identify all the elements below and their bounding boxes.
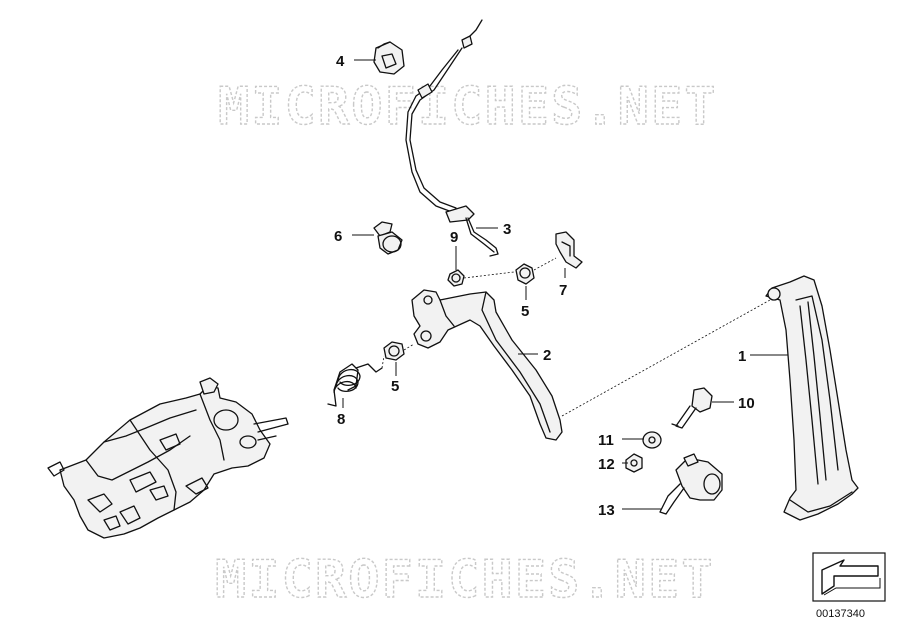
callout-7: 7 xyxy=(559,282,567,299)
callout-13: 13 xyxy=(598,502,615,519)
part-12-nut xyxy=(625,453,643,473)
callout-6: 6 xyxy=(334,228,342,245)
part-5-upper-bushing xyxy=(515,263,535,285)
callout-1: 1 xyxy=(738,348,746,365)
orientation-box xyxy=(812,552,886,602)
part-3-cable xyxy=(405,19,499,257)
part-5-lower-bushing xyxy=(383,341,405,361)
callout-5-upper: 5 xyxy=(521,303,529,320)
part-10-bolt xyxy=(671,387,713,429)
drawing-number: 00137340 xyxy=(816,608,865,620)
callout-2: 2 xyxy=(543,347,551,364)
callout-4: 4 xyxy=(336,53,345,70)
callout-5-lower: 5 xyxy=(391,378,399,395)
callout-11: 11 xyxy=(598,432,614,449)
watermark-bottom: MICROFICHES.NET xyxy=(215,550,715,610)
part-4-clip xyxy=(373,41,405,75)
callout-9: 9 xyxy=(450,229,458,246)
direction-arrow-icon xyxy=(821,559,879,595)
part-1-pedal-pad xyxy=(765,275,859,521)
callout-12: 12 xyxy=(598,456,615,473)
callout-8: 8 xyxy=(337,411,345,428)
callout-3: 3 xyxy=(503,221,511,238)
part-7-bracket xyxy=(555,231,583,269)
part-6-rivet xyxy=(373,221,403,255)
part-13-sensor xyxy=(659,453,723,515)
part-2-pedal-lever xyxy=(411,289,563,441)
callout-10: 10 xyxy=(738,395,755,412)
watermark-top: MICROFICHES.NET xyxy=(218,77,718,137)
part-9-bushing xyxy=(447,269,465,287)
pedal-box-assembly xyxy=(47,377,289,539)
part-11-washer xyxy=(642,431,662,449)
part-8-spring xyxy=(327,355,385,407)
